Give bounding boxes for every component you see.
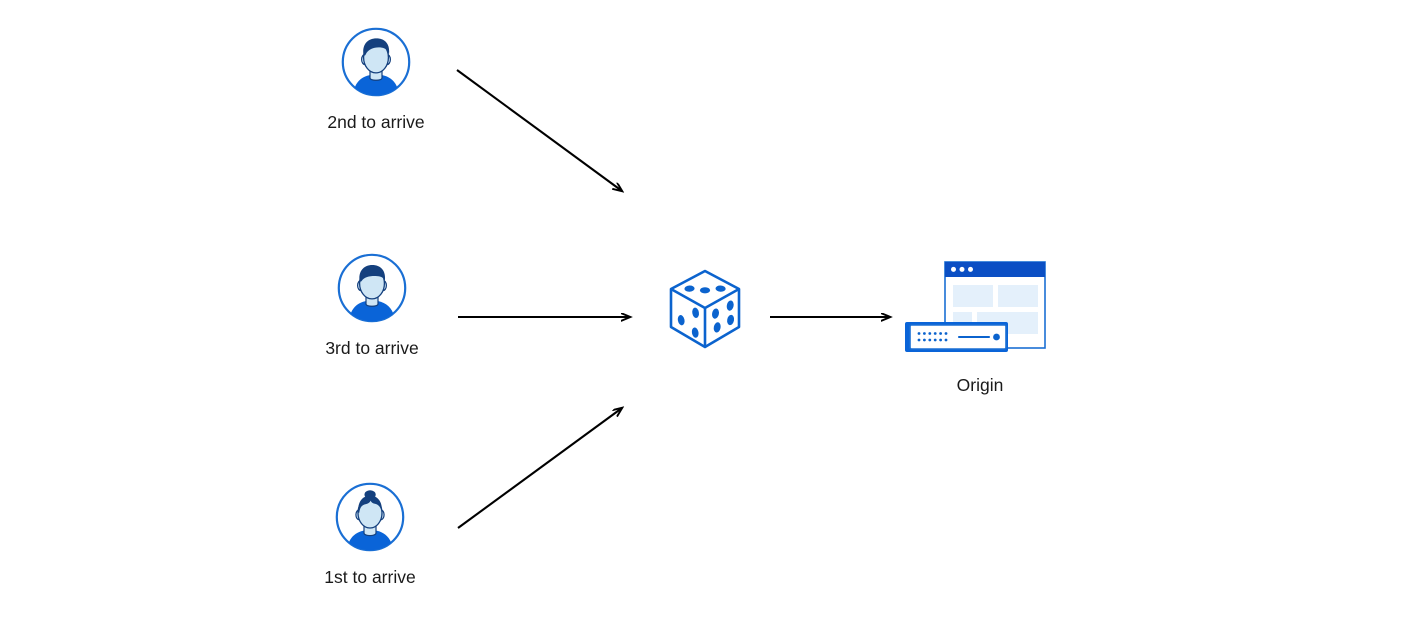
user-avatar-bun-hair-icon (335, 482, 405, 552)
node-visitor-1st[interactable]: 1st to arrive (290, 481, 450, 588)
node-randomizer[interactable] (660, 265, 770, 358)
node-origin[interactable]: Origin (880, 255, 1080, 396)
node-label-visitor-1st: 1st to arrive (324, 567, 416, 587)
node-label-visitor-2nd: 2nd to arrive (327, 112, 425, 132)
server-appliance-glyph (905, 322, 1008, 352)
node-visitor-2nd[interactable]: 2nd to arrive (296, 26, 456, 133)
arrow-2nd-to-dice (456, 69, 622, 191)
origin-server-browser-icon (905, 261, 1046, 352)
arrow-1st-to-dice (457, 408, 622, 529)
dice-cube-icon (669, 269, 741, 349)
node-visitor-3rd[interactable]: 3rd to arrive (292, 252, 452, 359)
node-label-visitor-3rd: 3rd to arrive (325, 338, 419, 358)
node-label-origin: Origin (956, 375, 1004, 395)
user-avatar-short-hair-icon (337, 253, 407, 323)
user-avatar-short-hair-icon (341, 27, 411, 97)
